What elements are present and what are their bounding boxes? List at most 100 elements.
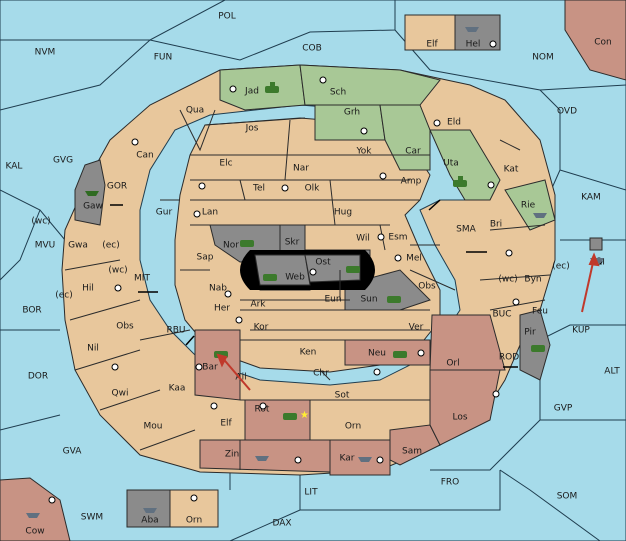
label-cow: Cow	[25, 527, 44, 537]
label-rbu: RBU	[166, 326, 185, 336]
label-qwi: Ail	[235, 373, 246, 383]
fleet-unit-hel[interactable]	[465, 27, 479, 32]
province-neu[interactable]	[344, 339, 431, 366]
sc-nab	[224, 290, 232, 298]
sc-nog	[235, 316, 243, 324]
label-hug: Hug	[334, 208, 352, 218]
label-gaw: Gaw	[83, 202, 103, 212]
label-jos: Jos	[245, 124, 259, 134]
label-chr: Kaa	[169, 384, 186, 394]
sc-amp	[379, 172, 387, 180]
label-bri: Bri	[490, 220, 502, 230]
label-con: Con	[594, 38, 612, 48]
label-elf: Elf	[426, 40, 438, 50]
label-rie: Rie	[521, 201, 536, 211]
label-gvg: GVG	[53, 156, 73, 166]
label-neu: Neu	[368, 349, 386, 359]
label-buc: BUC	[492, 310, 511, 320]
label-ec-3: (wc)	[108, 266, 127, 276]
fleet-unit-gaw[interactable]	[85, 191, 99, 196]
label-nom: NOM	[532, 53, 554, 63]
label-nil: Chr	[313, 369, 329, 379]
sc-web	[309, 268, 317, 276]
province-uta[interactable]	[429, 129, 501, 201]
province-cow[interactable]	[0, 477, 71, 541]
sc-chr	[210, 402, 218, 410]
label-bor: BOR	[22, 306, 41, 316]
fleet-unit-zin[interactable]	[255, 456, 269, 461]
sc-hel	[489, 40, 497, 48]
label-ark: Obs	[116, 322, 134, 332]
fleet-unit-kar[interactable]	[358, 457, 372, 462]
province-borders	[64, 109, 551, 470]
conn-sma-arrow-a	[428, 199, 441, 211]
label-wil: Wil	[356, 234, 370, 244]
label-kat: Kat	[504, 165, 519, 175]
province-car[interactable]	[379, 104, 431, 171]
label-yok: Yok	[355, 147, 372, 157]
province-con[interactable]	[564, 0, 626, 81]
label-uru: Kor	[254, 323, 269, 333]
tank-unit-sun[interactable]	[387, 296, 401, 303]
label-mit: MIT	[134, 274, 150, 284]
label-sot: Elf	[220, 419, 232, 429]
sc-wil	[377, 233, 385, 241]
label-pir: Pir	[524, 328, 536, 338]
province-orl[interactable]	[429, 314, 506, 371]
label-kaa: Sot	[335, 391, 350, 401]
tank-unit-web[interactable]	[263, 274, 277, 281]
sc-zin	[294, 456, 302, 464]
province-ost-inner	[304, 254, 361, 283]
province-tei[interactable]	[589, 237, 603, 251]
label-lan: Lan	[202, 208, 218, 218]
label-sam: Sam	[402, 447, 422, 457]
label-gor: GOR	[107, 182, 127, 192]
label-cob: COB	[302, 44, 322, 54]
label-kal: KAL	[6, 162, 23, 172]
label-orl: Orl	[446, 359, 459, 369]
label-dax: DAX	[272, 519, 291, 529]
province-sam[interactable]	[389, 424, 441, 466]
sc-bar	[195, 363, 203, 371]
label-gvp: GVP	[554, 404, 573, 414]
tank-unit-pir[interactable]	[531, 345, 545, 352]
label-eun: Eun	[324, 295, 341, 305]
label-pol: POL	[218, 12, 236, 22]
sc-kat	[487, 181, 495, 189]
label-nor: Nor	[223, 241, 239, 251]
label-eld: Eld	[447, 118, 461, 128]
label-grh: Grh	[344, 108, 360, 118]
sc-orn	[190, 494, 198, 502]
label-skr: Skr	[285, 238, 300, 248]
label-car: Car	[405, 147, 421, 157]
label-ost: Ost	[315, 258, 331, 268]
sc-byn	[505, 249, 513, 257]
label-hel: Hel	[466, 40, 481, 50]
label-chp: Ken	[300, 348, 317, 358]
move-arrowhead-bar	[216, 353, 228, 368]
label-jad: Jad	[244, 87, 259, 97]
label-sun: Sun	[360, 295, 377, 305]
tank-unit-rot[interactable]: ★	[283, 410, 309, 421]
province-elf[interactable]	[404, 14, 456, 51]
sc-los	[492, 390, 500, 398]
tank-unit-jad[interactable]	[265, 82, 279, 93]
fleet-unit-aba[interactable]	[143, 508, 157, 513]
tank-unit-ost[interactable]	[346, 266, 360, 273]
tank-unit-neu[interactable]	[393, 351, 407, 358]
svg-text:★: ★	[300, 410, 309, 421]
label-mvu: MVU	[35, 241, 56, 251]
label-esm: Esm	[388, 233, 407, 243]
label-kup: KUP	[572, 326, 590, 336]
label-mel: Mel	[406, 254, 422, 264]
supply-centers	[48, 40, 603, 504]
tank-unit-nor[interactable]	[240, 240, 254, 247]
fleet-unit-rie[interactable]	[533, 213, 547, 218]
tank-unit-uta[interactable]	[453, 176, 467, 187]
label-ail: Mou	[144, 422, 163, 432]
fleet-unit-cow[interactable]	[26, 513, 40, 518]
province-jad[interactable]	[219, 64, 306, 111]
label-alt: ALT	[604, 367, 620, 377]
